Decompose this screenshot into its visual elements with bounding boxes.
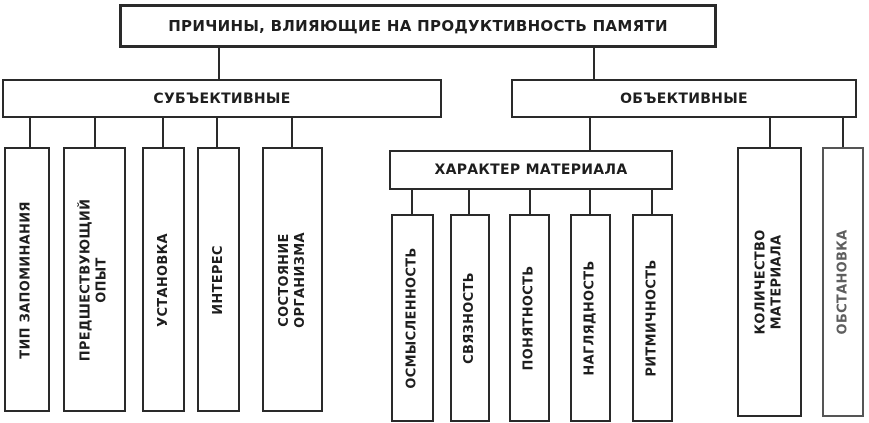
factor-label: СВЯЗНОСТЬ <box>462 272 477 364</box>
factor-visuality: НАГЛЯДНОСТЬ <box>570 214 611 422</box>
objective-box: ОБЪЕКТИВНЫЕ <box>511 79 857 118</box>
factor-interest: ИНТЕРЕС <box>197 147 240 412</box>
factor-coherence: СВЯЗНОСТЬ <box>450 214 490 422</box>
material-character-box: ХАРАКТЕР МАТЕРИАЛА <box>389 150 673 190</box>
factor-label: СОСТОЯНИЕ ОРГАНИЗМА <box>276 231 308 328</box>
factor-label: УСТАНОВКА <box>155 232 171 327</box>
factor-label: ОСМЫСЛЕННОСТЬ <box>404 247 420 389</box>
subjective-box: СУБЪЕКТИВНЫЕ <box>2 79 442 118</box>
factor-memorization-type: ТИП ЗАПОМИНАНИЯ <box>4 147 50 412</box>
factor-label: ИНТЕРЕС <box>210 244 226 315</box>
factor-clarity: ПОНЯТНОСТЬ <box>509 214 550 422</box>
factor-label: ПРЕДШЕСТВУЮЩИЙ ОПЫТ <box>78 198 110 361</box>
material-character-label: ХАРАКТЕР МАТЕРИАЛА <box>434 162 628 178</box>
root-title: ПРИЧИНЫ, ВЛИЯЮЩИЕ НА ПРОДУКТИВНОСТЬ ПАМЯ… <box>168 17 668 35</box>
objective-label: ОБЪЕКТИВНЫЕ <box>620 90 748 107</box>
factor-label: ПОНЯТНОСТЬ <box>521 265 537 371</box>
factor-meaningfulness: ОСМЫСЛЕННОСТЬ <box>391 214 434 422</box>
factor-label: ТИП ЗАПОМИНАНИЯ <box>19 200 35 359</box>
factor-rhythmicity: РИТМИЧНОСТЬ <box>632 214 673 422</box>
factor-label: ОБСТАНОВКА <box>835 229 850 335</box>
subjective-label: СУБЪЕКТИВНЫЕ <box>153 90 291 107</box>
factor-material-amount: КОЛИЧЕСТВО МАТЕРИАЛА <box>737 147 802 417</box>
factor-body-state: СОСТОЯНИЕ ОРГАНИЗМА <box>262 147 323 412</box>
factor-environment: ОБСТАНОВКА <box>822 147 864 417</box>
root-title-box: ПРИЧИНЫ, ВЛИЯЮЩИЕ НА ПРОДУКТИВНОСТЬ ПАМЯ… <box>119 4 717 48</box>
factor-label: КОЛИЧЕСТВО МАТЕРИАЛА <box>753 229 785 335</box>
factor-label: РИТМИЧНОСТЬ <box>644 259 660 377</box>
factor-attitude: УСТАНОВКА <box>142 147 185 412</box>
factor-label: НАГЛЯДНОСТЬ <box>582 260 598 376</box>
factor-prior-experience: ПРЕДШЕСТВУЮЩИЙ ОПЫТ <box>63 147 126 412</box>
